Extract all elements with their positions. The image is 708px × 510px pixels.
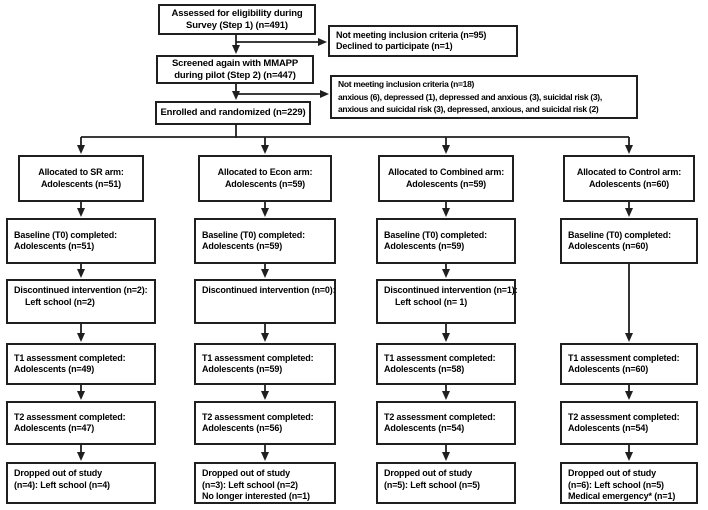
sr-t2-line-2: Adolescents (n=47): [14, 423, 95, 433]
econ-baseline-line-1: Baseline (T0) completed:: [202, 229, 305, 240]
assessed-eligibility-box: Assessed for eligibility during Survey (…: [158, 4, 316, 35]
excluded-step2-box: Not meeting inclusion criteria (n=18) an…: [330, 75, 638, 119]
enrolled-line-1: Enrolled and randomized (n=229): [160, 107, 306, 118]
econ-t1-box: T1 assessment completed: Adolescents (n=…: [194, 343, 336, 385]
combined-allocated-line-2: Adolescents (n=59): [405, 178, 487, 189]
combined-dropped-line-1: Dropped out of study: [384, 468, 472, 478]
econ-baseline-box: Baseline (T0) completed: Adolescents (n=…: [194, 218, 336, 264]
econ-t2-line-1: T2 assessment completed:: [202, 411, 314, 422]
control-dropped-line-1: Dropped out of study: [568, 468, 656, 478]
combined-discontinued-box: Discontinued intervention (n=1): Left sc…: [376, 279, 518, 324]
sr-t1-box: T1 assessment completed: Adolescents (n=…: [6, 343, 156, 385]
enrolled-randomized-box: Enrolled and randomized (n=229): [155, 101, 311, 125]
control-allocated-box: Allocated to Control arm: Adolescents (n…: [563, 155, 695, 202]
assessed-line-1: Assessed for eligibility during: [171, 7, 303, 19]
control-t1-box: T1 assessment completed: Adolescents (n=…: [560, 343, 698, 385]
sr-baseline-box: Baseline (T0) completed: Adolescents (n=…: [6, 218, 156, 264]
econ-baseline-line-2: Adolescents (n=59): [202, 241, 283, 251]
assessed-line-2: Survey (Step 1) (n=491): [186, 19, 288, 31]
sr-t2-line-1: T2 assessment completed:: [14, 411, 126, 422]
sr-dropped-box: Dropped out of study (n=4): Left school …: [6, 462, 156, 504]
econ-dropped-box: Dropped out of study (n=3): Left school …: [194, 462, 336, 504]
excluded-step1-line-1: Not meeting inclusion criteria (n=95): [336, 29, 487, 40]
sr-baseline-line-2: Adolescents (n=51): [14, 241, 95, 251]
control-t2-box: T2 assessment completed: Adolescents (n=…: [560, 401, 698, 445]
control-baseline-box: Baseline (T0) completed: Adolescents (n=…: [560, 218, 698, 264]
econ-t1-line-1: T1 assessment completed:: [202, 352, 314, 363]
econ-dropped-line-1: Dropped out of study: [202, 468, 290, 478]
econ-discontinued-box: Discontinued intervention (n=0):: [194, 279, 336, 324]
screened-mmapp-box: Screened again with MMAPP during pilot (…: [156, 55, 314, 84]
control-baseline-line-1: Baseline (T0) completed:: [568, 229, 671, 240]
combined-t2-line-2: Adolescents (n=54): [384, 423, 465, 433]
combined-discontinued-line-1: Discontinued intervention (n=1):: [384, 285, 518, 295]
sr-dropped-line-1: Dropped out of study: [14, 468, 102, 478]
econ-dropped-line-2: (n=3): Left school (n=2): [202, 479, 298, 490]
combined-baseline-line-2: Adolescents (n=59): [384, 241, 465, 251]
control-allocated-line-2: Adolescents (n=60): [588, 178, 670, 189]
econ-t2-line-2: Adolescents (n=56): [202, 423, 283, 433]
combined-discontinued-line-2: Left school (n= 1): [395, 296, 468, 307]
combined-allocated-box: Allocated to Combined arm: Adolescents (…: [378, 155, 514, 202]
combined-t2-line-1: T2 assessment completed:: [384, 411, 496, 422]
control-baseline-line-2: Adolescents (n=60): [568, 241, 649, 251]
control-t2-line-1: T2 assessment completed:: [568, 411, 680, 422]
econ-allocated-box: Allocated to Econ arm: Adolescents (n=59…: [198, 155, 332, 202]
econ-allocated-line-2: Adolescents (n=59): [224, 178, 306, 189]
control-t2-line-2: Adolescents (n=54): [568, 423, 649, 433]
combined-t1-line-1: T1 assessment completed:: [384, 352, 496, 363]
combined-t1-box: T1 assessment completed: Adolescents (n=…: [376, 343, 516, 385]
control-dropped-box: Dropped out of study (n=6): Left school …: [560, 462, 698, 504]
combined-t2-box: T2 assessment completed: Adolescents (n=…: [376, 401, 516, 445]
sr-allocated-line-1: Allocated to SR arm:: [38, 167, 124, 177]
econ-discontinued-line-1: Discontinued intervention (n=0):: [202, 285, 336, 295]
excluded-step2-line-2: anxious (6), depressed (1), depressed an…: [338, 91, 602, 102]
sr-baseline-line-1: Baseline (T0) completed:: [14, 229, 117, 240]
combined-allocated-line-1: Allocated to Combined arm:: [387, 167, 505, 177]
sr-t1-line-2: Adolescents (n=49): [14, 364, 95, 374]
sr-t1-line-1: T1 assessment completed:: [14, 352, 126, 363]
sr-dropped-line-2: (n=4): Left school (n=4): [14, 479, 110, 490]
econ-dropped-line-3: No longer interested (n=1): [202, 491, 310, 501]
excluded-step1-box: Not meeting inclusion criteria (n=95) De…: [328, 25, 518, 57]
sr-allocated-box: Allocated to SR arm: Adolescents (n=51): [18, 155, 144, 202]
excluded-step2-line-3: anxious and suicidal risk (3), depressed…: [338, 104, 599, 115]
combined-dropped-line-2: (n=5): Left school (n=5): [384, 479, 480, 490]
control-t1-line-1: T1 assessment completed:: [568, 352, 680, 363]
sr-allocated-line-2: Adolescents (n=51): [40, 178, 122, 189]
excluded-step2-line-1: Not meeting inclusion criteria (n=18): [338, 79, 475, 90]
control-dropped-line-2: (n=6): Left school (n=5): [568, 479, 664, 490]
econ-t2-box: T2 assessment completed: Adolescents (n=…: [194, 401, 336, 445]
sr-discontinued-box: Discontinued intervention (n=2): Left sc…: [6, 279, 156, 324]
control-t1-line-2: Adolescents (n=60): [568, 364, 649, 374]
control-allocated-line-1: Allocated to Control arm:: [576, 167, 682, 177]
combined-baseline-line-1: Baseline (T0) completed:: [384, 229, 487, 240]
screened-line-2: during pilot (Step 2) (n=447): [174, 69, 296, 81]
econ-t1-line-2: Adolescents (n=59): [202, 364, 283, 374]
econ-allocated-line-1: Allocated to Econ arm:: [217, 167, 313, 177]
screened-line-1: Screened again with MMAPP: [171, 57, 299, 69]
sr-discontinued-line-2: Left school (n=2): [25, 296, 95, 307]
combined-baseline-box: Baseline (T0) completed: Adolescents (n=…: [376, 218, 516, 264]
combined-dropped-box: Dropped out of study (n=5): Left school …: [376, 462, 516, 504]
control-dropped-line-3: Medical emergency* (n=1): [568, 491, 676, 501]
sr-t2-box: T2 assessment completed: Adolescents (n=…: [6, 401, 156, 445]
sr-discontinued-line-1: Discontinued intervention (n=2):: [14, 285, 148, 295]
combined-t1-line-2: Adolescents (n=58): [384, 364, 465, 374]
excluded-step1-line-2: Declined to participate (n=1): [336, 41, 453, 51]
